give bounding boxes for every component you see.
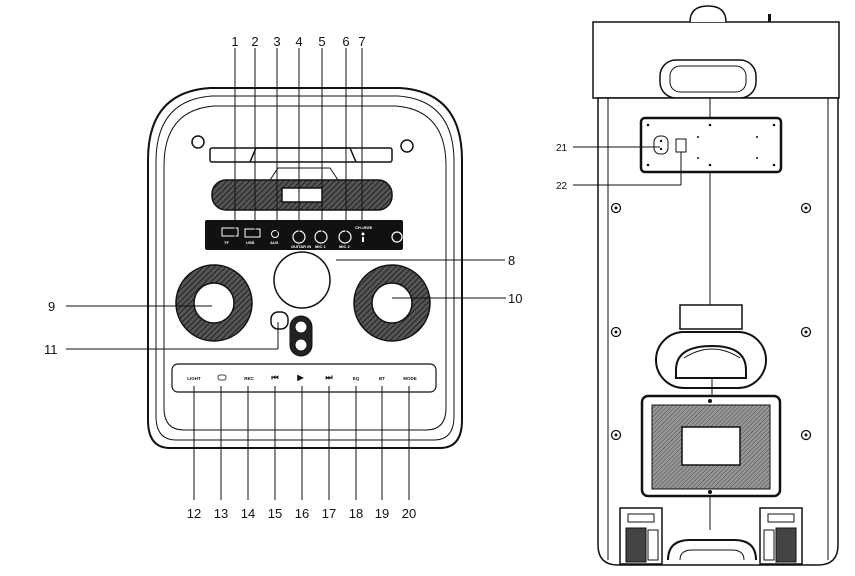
front-body-inner [155,95,455,441]
mic1-label: MIC 1 [315,244,326,249]
callout-1: 1 [231,34,238,49]
callout-20: 20 [402,506,416,521]
mic2-label: MIC 2 [339,244,350,249]
callout-17: 17 [322,506,336,521]
button-labels: LIGHT REC ⏮ ▶ ⏭ EQ BT MODE [187,373,417,382]
connector-plate [639,116,783,174]
mic1-jack[interactable]: MIC 1 [314,230,328,249]
callout-6: 6 [342,34,349,49]
button-label-6[interactable]: EQ [353,376,360,381]
mic-volume-rocker[interactable] [289,315,313,357]
rear-grip-handle[interactable] [655,331,767,389]
callout-lines-bottom [193,386,410,500]
small-button[interactable] [270,311,289,330]
loop-icon[interactable] [217,374,227,381]
callout-4: 4 [295,34,302,49]
callout-numbers-bottom: 12 13 14 15 16 17 18 19 20 [187,506,416,521]
rear-top-knob [689,5,727,23]
callout-14: 14 [241,506,255,521]
aux-label: AUX [270,240,279,245]
callout-3: 3 [273,34,280,49]
rear-slot [679,304,743,330]
plate-screws [646,123,776,167]
guitar-label: GUITAR IN [291,244,311,249]
button-label-5[interactable]: ⏭ [325,373,333,382]
charge-label: CHARGE [355,225,373,230]
callout-5: 5 [318,34,325,49]
button-label-7[interactable]: BT [379,376,385,381]
callout-15: 15 [268,506,282,521]
callout-13: 13 [214,506,228,521]
power-switch[interactable] [675,138,687,153]
callout-12: 12 [187,506,201,521]
callout-8: 8 [508,253,515,268]
callout-16: 16 [295,506,309,521]
rear-panel: 21 22 [556,5,840,566]
callout-21: 21 [556,143,568,154]
tf-port[interactable]: TF [221,227,239,245]
rear-label-plate [681,426,741,466]
rear-screws [610,202,812,441]
button-label-4[interactable]: ▶ [296,373,306,382]
tf-label: TF [224,240,229,245]
callout-9: 9 [48,299,55,314]
button-label-8[interactable]: MODE [403,376,417,381]
callout-10: 10 [508,291,522,306]
handle-latch [281,187,323,203]
right-wheel [759,507,803,565]
center-display [273,251,331,309]
callout-7: 7 [358,34,365,49]
screw-left [191,135,205,149]
power-jack[interactable] [391,231,403,243]
callout-lines-top [234,48,363,238]
callout-11: 11 [44,342,58,357]
usb-label: USB [246,240,255,245]
callout-18: 18 [349,506,363,521]
mic2-jack[interactable]: MIC 2 [338,230,352,249]
screw-right [400,139,414,153]
charge-indicator: CHARGE [355,225,373,242]
button-label-3[interactable]: ⏮ [271,373,278,382]
button-strip [171,363,437,393]
left-knob[interactable] [175,264,253,342]
usb-port[interactable]: USB [244,228,261,245]
front-panel: TF USB AUX GUITAR IN MIC 1 MIC 2 CHARGE [44,34,522,521]
button-label-0[interactable]: LIGHT [187,376,201,381]
callout-22: 22 [556,181,568,192]
callout-2: 2 [251,34,258,49]
front-body-panel [163,105,447,431]
button-label-2[interactable]: REC [244,376,254,381]
ac-inlet[interactable] [653,135,669,155]
left-wheel [619,507,663,565]
callout-19: 19 [375,506,389,521]
right-knob[interactable] [353,264,431,342]
